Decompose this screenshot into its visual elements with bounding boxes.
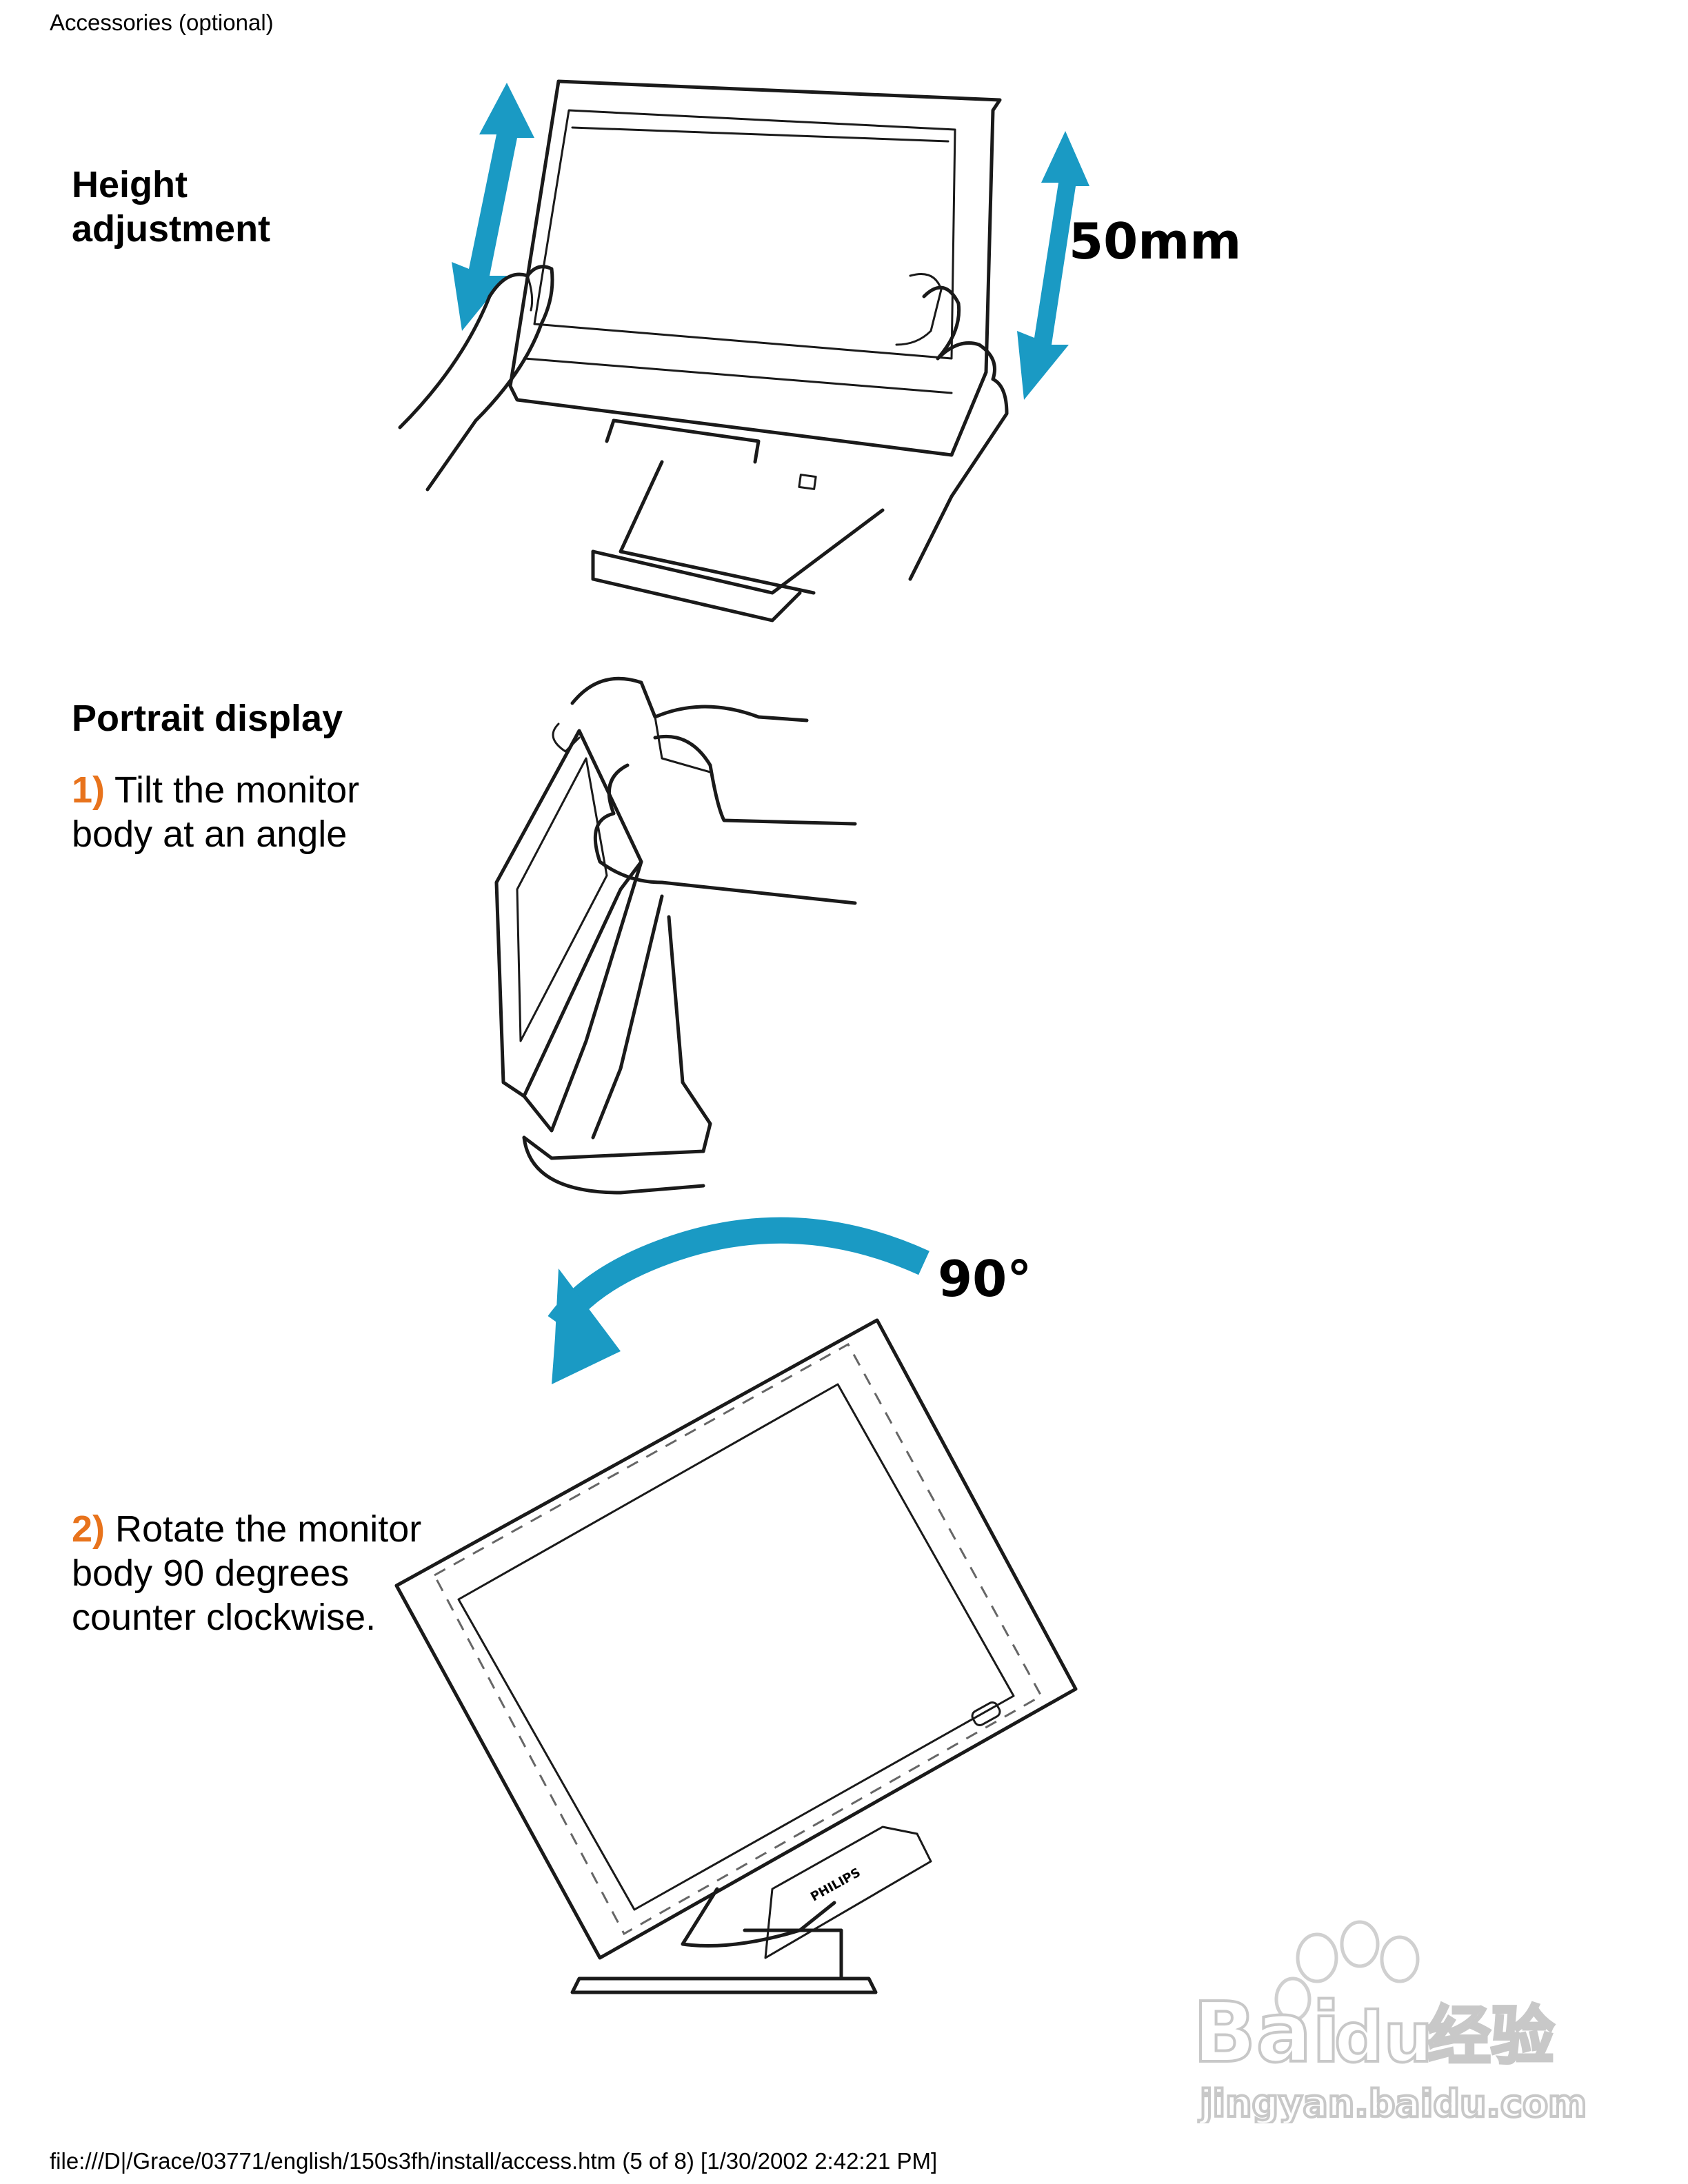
left-hand-drawing xyxy=(398,265,554,492)
page-header-title: Accessories (optional) xyxy=(50,10,274,35)
step-2-number: 2) xyxy=(72,1508,106,1550)
height-adjustment-heading-text: Height adjustment xyxy=(72,164,271,250)
height-adjustment-figure: 50mm xyxy=(398,79,1241,623)
up-down-arrow-right-icon xyxy=(1017,131,1089,400)
baidu-watermark: Bai du 经验 jingyan.baidu.com xyxy=(1192,1920,1586,2123)
portrait-display-heading: Portrait display xyxy=(72,696,485,740)
watermark-du: du xyxy=(1334,1997,1433,2078)
portrait-display-heading-text: Portrait display xyxy=(72,698,343,739)
watermark-jingyan: 经验 xyxy=(1427,1999,1554,2073)
height-measurement-label: 50mm xyxy=(1069,212,1241,270)
height-adjustment-heading: Height adjustment xyxy=(72,163,361,251)
page-footer-path: file:///D|/Grace/03771/english/150s3fh/i… xyxy=(50,2148,938,2174)
step-1-text: 1) Tilt the monitor body at an angle xyxy=(72,768,430,856)
tilt-monitor-figure xyxy=(494,676,857,1195)
hands-tilting-drawing xyxy=(552,676,857,905)
rotated-monitor-drawing: PHILIPS xyxy=(394,1318,1078,1994)
paw-icon xyxy=(1274,1920,1420,2022)
up-down-arrow-left-icon xyxy=(452,83,534,331)
watermark-url: jingyan.baidu.com xyxy=(1198,2082,1586,2123)
step-1-number: 1) xyxy=(72,769,106,811)
rotation-angle-label: 90° xyxy=(938,1250,1032,1308)
watermark-bai: Bai xyxy=(1193,1985,1340,2081)
rotate-monitor-figure: 90° PHILIPS xyxy=(394,1217,1078,1994)
monitor-drawing xyxy=(508,79,1002,623)
step-2-description: Rotate the monitor body 90 degrees count… xyxy=(72,1508,422,1638)
tilted-monitor-drawing xyxy=(494,729,712,1195)
monitor-brand-label: PHILIPS xyxy=(808,1866,863,1905)
right-hand-drawing xyxy=(895,273,1009,581)
step-1-description: Tilt the monitor body at an angle xyxy=(72,769,360,855)
step-2-text: 2) Rotate the monitor body 90 degrees co… xyxy=(72,1507,430,1639)
rotation-arrow-icon xyxy=(547,1217,930,1384)
